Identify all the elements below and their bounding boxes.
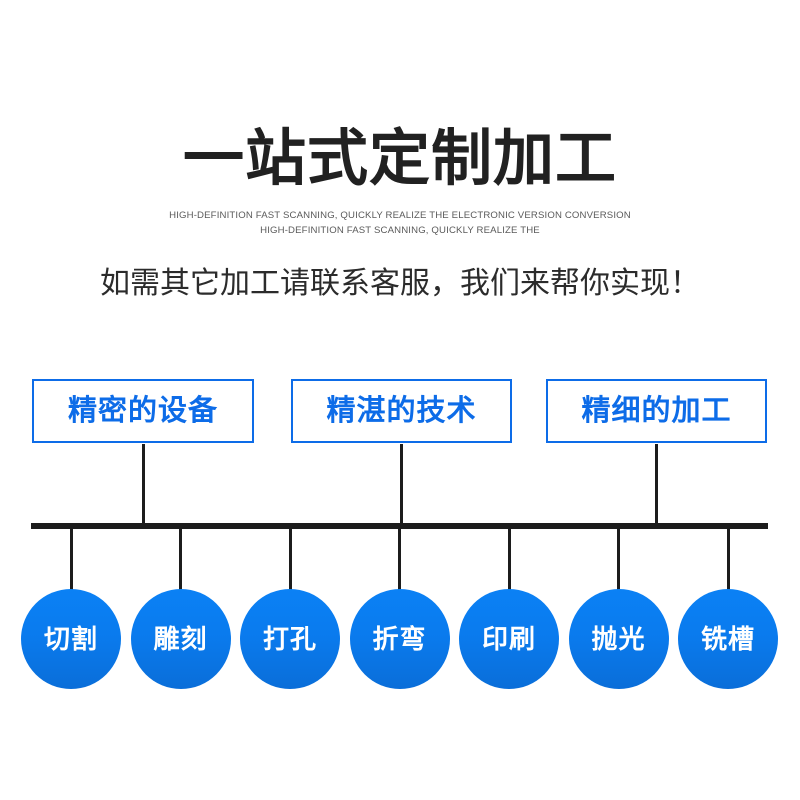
subtitle-english-line-1: HIGH-DEFINITION FAST SCANNING, QUICKLY R… [169, 210, 631, 221]
service-circle-label: 抛光 [591, 624, 646, 654]
category-box-processing: 精细的加工 [546, 379, 767, 443]
category-box-label: 精细的加工 [581, 395, 732, 427]
service-circle[interactable]: 铣槽 [678, 589, 778, 689]
service-circle-label: 切割 [43, 624, 98, 654]
subtitle-english-line-2: HIGH-DEFINITION FAST SCANNING, QUICKLY R… [260, 225, 540, 236]
category-box-label: 精密的设备 [67, 395, 218, 427]
service-circle[interactable]: 切割 [21, 589, 121, 689]
connector-line-service-7 [726, 529, 730, 595]
connector-line-box-2 [400, 444, 403, 526]
page-title: 一站式定制加工 [182, 124, 617, 192]
service-circle-label: 铣槽 [700, 624, 755, 654]
connector-line-box-3 [655, 444, 658, 526]
service-circle-label: 雕刻 [153, 624, 208, 654]
connector-line-service-6 [617, 529, 620, 595]
category-box-technology: 精湛的技术 [291, 379, 512, 443]
connector-line-service-3 [288, 529, 292, 595]
service-circle[interactable]: 雕刻 [130, 589, 231, 689]
service-circle-label: 印刷 [481, 624, 536, 654]
category-box-label: 精湛的技术 [326, 395, 477, 427]
connector-line-service-2 [179, 529, 182, 595]
horizontal-connector-bar [31, 523, 768, 529]
service-circle-label: 打孔 [262, 624, 317, 654]
service-circle[interactable]: 折弯 [349, 589, 450, 689]
connector-line-service-4 [398, 529, 401, 595]
category-box-equipment: 精密的设备 [32, 379, 254, 443]
connector-line-service-5 [507, 529, 511, 595]
service-circle[interactable]: 印刷 [459, 589, 559, 689]
call-to-action-text: 如需其它加工请联系客服，我们来帮你实现！ [100, 267, 700, 300]
connector-line-box-1 [142, 444, 145, 526]
service-circle[interactable]: 打孔 [240, 589, 340, 689]
connector-line-service-1 [69, 529, 73, 595]
service-circle-label: 折弯 [372, 624, 427, 654]
service-circle[interactable]: 抛光 [568, 589, 669, 689]
